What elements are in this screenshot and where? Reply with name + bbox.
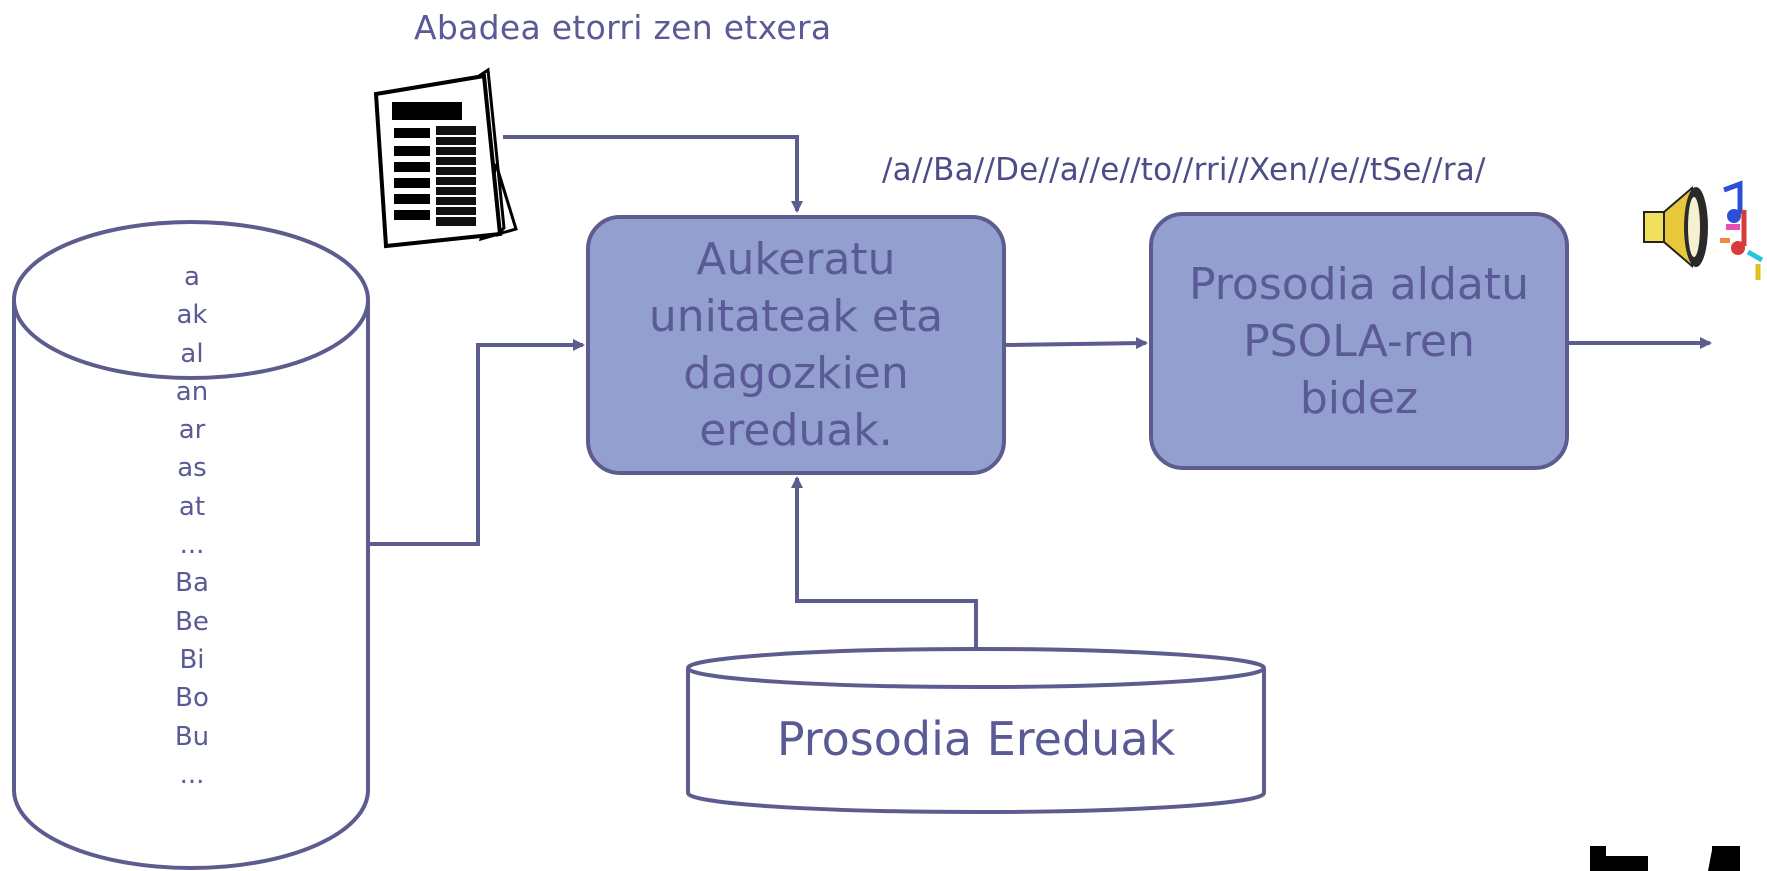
unit-list: a ak al an ar as at ... Ba Be Bi Bo Bu .… <box>150 258 234 794</box>
modify-prosody-box: Prosodia aldatu PSOLA-ren bidez <box>1149 212 1569 470</box>
unit-item: as <box>177 453 207 484</box>
unit-item: ak <box>176 300 208 331</box>
unit-item: Ba <box>175 568 209 599</box>
unit-item: ... <box>179 530 205 561</box>
newspaper-icon <box>373 67 518 249</box>
unit-item: Bo <box>175 683 209 714</box>
unit-item: ... <box>179 759 205 790</box>
unit-item: Bu <box>174 721 210 752</box>
prosody-database-cylinder <box>686 647 1266 814</box>
modify-prosody-label: Prosodia aldatu PSOLA-ren bidez <box>1189 258 1529 424</box>
phoneme-sequence: /a//Ba//De//a//e//to//rri//Xen//e//tSe//… <box>882 152 1486 188</box>
unit-item: an <box>175 376 209 407</box>
unit-item: Bi <box>179 644 205 675</box>
unit-item: al <box>180 338 204 369</box>
music-notes-icon <box>1720 180 1764 280</box>
unit-item: Be <box>175 606 209 637</box>
arrow-units-to-select <box>370 339 585 546</box>
select-units-label: Aukeratu unitateak eta dagozkien ereduak… <box>648 234 944 456</box>
unit-item: ar <box>178 415 206 446</box>
speaker-icon <box>1643 185 1708 269</box>
unit-item: a <box>184 262 200 292</box>
input-sentence: Abadea etorri zen etxera <box>414 8 832 47</box>
select-units-box: Aukeratu unitateak eta dagozkien ereduak… <box>586 215 1006 475</box>
unit-database-cylinder <box>12 220 370 870</box>
arrow-select-to-prosody <box>1005 337 1148 350</box>
arrow-text-to-select <box>503 135 803 213</box>
partial-logo-mark <box>1590 846 1740 871</box>
prosody-database-label: Prosodia Ereduak <box>776 712 1176 766</box>
unit-item: at <box>178 491 206 522</box>
arrow-prosody-to-select <box>791 476 978 649</box>
